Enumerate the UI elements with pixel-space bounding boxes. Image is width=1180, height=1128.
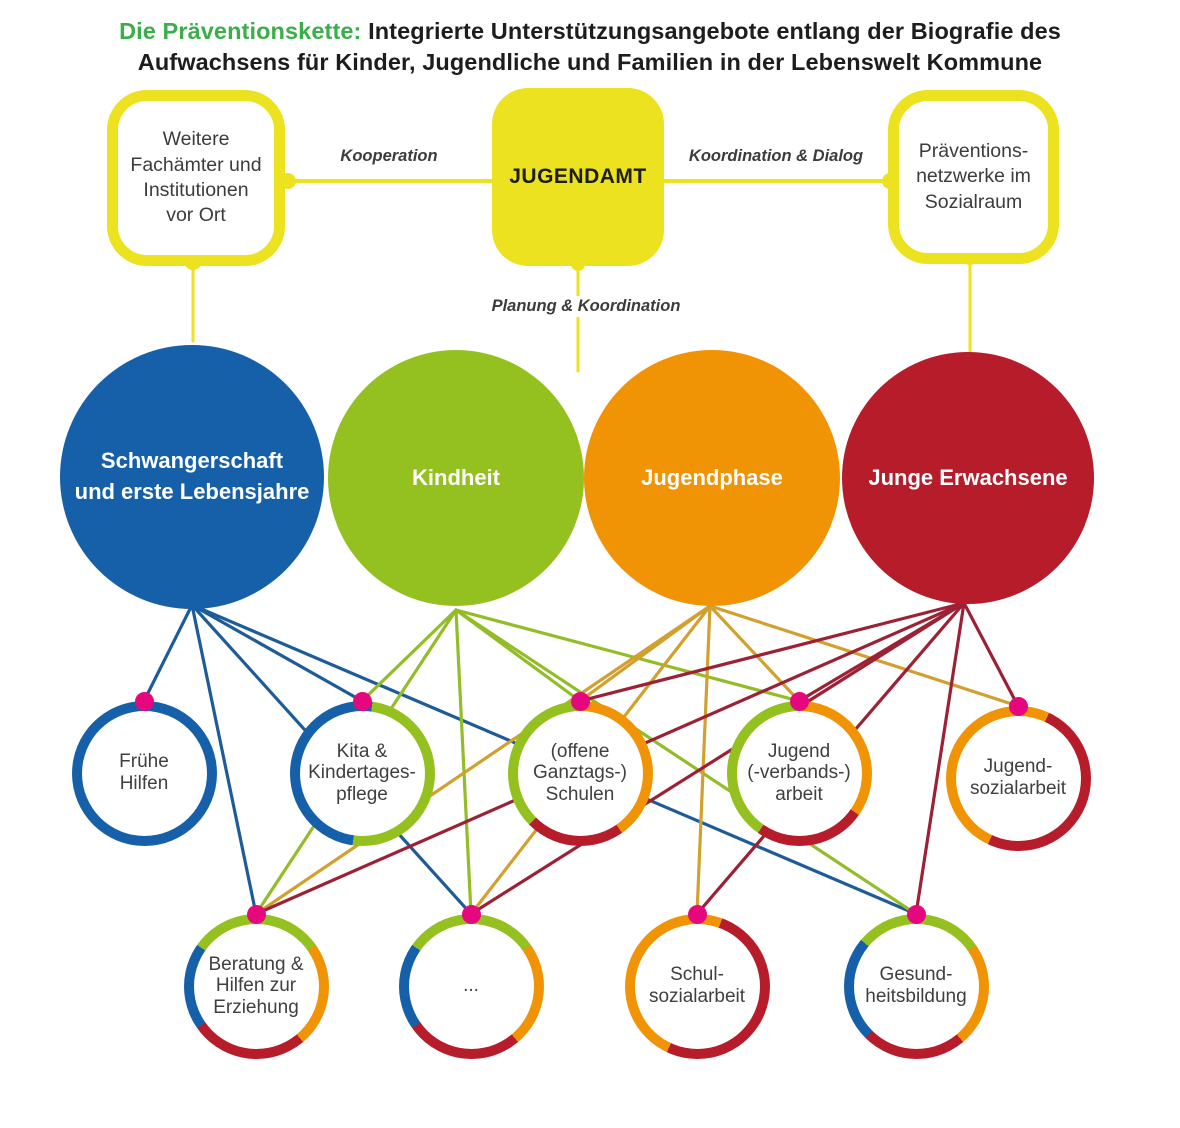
link-jugendphase-beratung (254, 604, 712, 916)
diagram-title-highlight: Die Präventionskette: (119, 18, 362, 44)
service-anchor-dot (906, 904, 926, 924)
link-jugendphase-schulsozialarbeit (695, 604, 712, 916)
service-anchor-dot (570, 691, 590, 711)
phase-circle-jugendphase: Jugendphase (584, 350, 840, 606)
phase-circle-junge-erwachsene: Junge Erwachsene (842, 352, 1094, 604)
service-circle-jugendverbandsarbeit: Jugend(-verbands-)arbeit (726, 691, 872, 846)
service-label-text: ... (463, 975, 479, 997)
service-anchor-dot (687, 904, 707, 924)
service-label-text: Jugend-sozialarbeit (969, 756, 1067, 799)
service-circle-schulsozialarbeit: Schul-sozialarbeit (624, 904, 770, 1059)
edge-label-koordination-dialog: Koordination & Dialog (688, 147, 864, 165)
phase-label: Junge Erwachsene (868, 464, 1068, 490)
link-jugendphase-jugendsozialarbeit (708, 604, 1020, 708)
service-circle-kita: Kita &Kindertages-pflege (289, 691, 435, 846)
link-schwangerschaft-kita (190, 603, 364, 703)
link-kindheit-kita (360, 608, 458, 703)
link-junge-erwachsene-weitere (469, 601, 966, 916)
service-circle-jugendsozialarbeit: Jugend-sozialarbeit (945, 696, 1091, 851)
service-anchor-dot (246, 904, 266, 924)
link-kindheit-weitere (454, 608, 473, 916)
edge-label-kooperation: Kooperation (340, 147, 438, 165)
service-circle-gesundheitsbildung: Gesund-heitsbildung (843, 904, 989, 1059)
link-junge-erwachsene-schulen (578, 601, 966, 703)
link-jugendphase-jugendverbandsarbeit (708, 604, 801, 703)
link-schwangerschaft-beratung (190, 603, 258, 916)
service-label-text: Kita &Kindertages-pflege (308, 740, 416, 805)
link-kindheit-gesundheitsbildung (454, 608, 918, 916)
service-anchor-dot (1008, 696, 1028, 716)
service-label-gesundheitsbildung: Gesund-heitsbildung (853, 923, 979, 1049)
diagram-title-rest: Integrierte Unterstützungsangebote entla… (137, 18, 1061, 76)
link-schwangerschaft-fruehe-hilfen (142, 603, 194, 703)
service-anchor-dot (352, 691, 372, 711)
link-kindheit-jugendverbandsarbeit (454, 608, 801, 703)
service-circle-weitere: ... (398, 904, 544, 1059)
diagram-title: Die Präventionskette: Integrierte Unters… (85, 16, 1095, 79)
service-anchor-dot (461, 904, 481, 924)
link-junge-erwachsene-jugendsozialarbeit (962, 601, 1020, 708)
phase-circle-kindheit: Kindheit (328, 350, 584, 606)
service-label-text: Schul-sozialarbeit (648, 964, 746, 1007)
service-label-jugendsozialarbeit: Jugend-sozialarbeit (955, 715, 1081, 841)
service-label-weitere: ... (408, 923, 534, 1049)
edge-label-planung-koordination: Planung & Koordination (483, 296, 689, 317)
service-label-jugendverbandsarbeit: Jugend(-verbands-)arbeit (736, 710, 862, 836)
service-label-text: Gesund-heitsbildung (865, 964, 967, 1007)
link-junge-erwachsene-gesundheitsbildung (914, 601, 966, 916)
phase-label: Jugendphase (641, 464, 783, 490)
service-label-text: Jugend(-verbands-)arbeit (747, 740, 851, 805)
service-label-kita: Kita &Kindertages-pflege (299, 710, 425, 836)
box-jugendamt: JUGENDAMT (492, 88, 664, 266)
service-label-schulsozialarbeit: Schul-sozialarbeit (634, 923, 760, 1049)
box-jugendamt-label: JUGENDAMT (509, 165, 647, 189)
service-anchor-dot (134, 691, 154, 711)
phase-label: Kindheit (412, 464, 500, 490)
service-anchor-dot (789, 691, 809, 711)
